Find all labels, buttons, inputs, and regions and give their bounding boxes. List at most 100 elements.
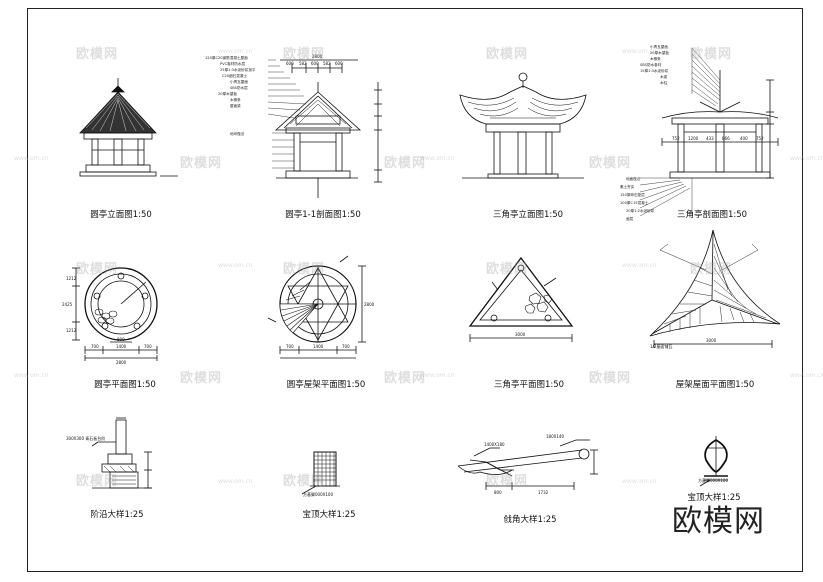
finial-detail-1-drawing bbox=[301, 451, 340, 495]
dim-ts-4: 866 bbox=[722, 136, 730, 141]
watermark-url: www.om.cn bbox=[218, 262, 253, 269]
watermark-url: www.om.cn bbox=[622, 478, 657, 485]
dim-tr-bottom: 3000 bbox=[706, 338, 717, 343]
dim-rp-left-1: 1212 bbox=[66, 276, 77, 281]
watermark: 欧模网 bbox=[76, 262, 119, 277]
dim-rr-right: 2800 bbox=[364, 302, 375, 307]
dim-rp-2: 1400 bbox=[116, 344, 127, 349]
dim-ts-6: 752 bbox=[756, 136, 764, 141]
watermark-url: www.om.cn bbox=[790, 155, 823, 162]
dim-ts-5: 400 bbox=[740, 136, 748, 141]
caption-round-plan: 圆亭平面图1:50 bbox=[94, 380, 156, 390]
watermark: 欧模网 bbox=[283, 47, 326, 62]
dim-rp-3: 700 bbox=[144, 344, 152, 349]
rs-note-9: 地坪做法 bbox=[230, 131, 245, 136]
round-section-drawing bbox=[267, 59, 382, 198]
ts-note-5: 木梁 bbox=[660, 74, 668, 79]
ts-low-0: 地面做法 bbox=[626, 176, 641, 181]
ts-low-5: 面层 bbox=[626, 216, 634, 221]
caption-eave-detail: 戗角大样1:25 bbox=[503, 515, 557, 525]
tri-elevation-drawing bbox=[459, 72, 587, 179]
dim-rr-1: 700 bbox=[286, 344, 294, 349]
dim-rp-inner: 800 bbox=[117, 337, 125, 342]
rs-note-7: 木椽条 bbox=[230, 97, 241, 102]
tri-roof-tag: 1/2屋面铺瓦 bbox=[650, 343, 672, 349]
watermark-url: www.om.cn bbox=[420, 155, 455, 162]
ts-low-1: 素土夯实 bbox=[620, 184, 635, 189]
finial-tag-2: 方基脚000X100 bbox=[698, 477, 728, 483]
dim-rs-2: 582 bbox=[299, 61, 307, 66]
rs-note-8: 屋面梁 bbox=[230, 103, 241, 108]
watermark: 欧模网 bbox=[283, 262, 326, 277]
ts-note-1: 20厚木望板 bbox=[650, 50, 669, 55]
watermark: 欧模网 bbox=[690, 47, 733, 62]
caption-round-section: 圆亭1-1剖面图1:50 bbox=[285, 210, 361, 220]
dim-ts-2: 1200 bbox=[688, 136, 699, 141]
watermark: 欧模网 bbox=[690, 262, 733, 277]
ts-note-6: 木柱 bbox=[660, 80, 668, 85]
dim-eave-2: 1732 bbox=[538, 490, 549, 495]
tri-roof-drawing bbox=[649, 229, 781, 348]
watermark: 欧模网 bbox=[180, 371, 223, 386]
dim-rs-5: 600 bbox=[335, 61, 343, 66]
watermark-url: www.om.cn bbox=[14, 155, 49, 162]
caption-finial-2: 宝顶大样1:25 bbox=[687, 493, 741, 503]
ts-low-4: 20厚1:2水泥砂浆 bbox=[626, 208, 655, 213]
dim-tp-bottom: 3000 bbox=[515, 332, 526, 337]
rs-note-4: 小青瓦屋面 bbox=[230, 79, 248, 84]
watermark: 欧模网 bbox=[76, 474, 119, 489]
dim-rs-total: 2800 bbox=[312, 54, 323, 59]
ts-note-0: 小青瓦屋面 bbox=[650, 44, 668, 49]
watermark: 欧模网 bbox=[384, 156, 427, 171]
dim-rp-left-2: 2425 bbox=[62, 302, 73, 307]
brand-logo: 欧模网 bbox=[672, 504, 765, 539]
watermark: 欧模网 bbox=[589, 156, 632, 171]
finial-detail-2-drawing bbox=[699, 436, 728, 487]
dim-ts-3: 433 bbox=[706, 136, 714, 141]
dim-rs-1: 600 bbox=[286, 61, 294, 66]
rs-note-5: SBS防水层 bbox=[230, 85, 248, 90]
watermark: 欧模网 bbox=[76, 47, 119, 62]
watermark-url: www.om.cn bbox=[790, 372, 823, 379]
dim-rs-4: 582 bbox=[323, 61, 331, 66]
round-plan-drawing bbox=[72, 267, 158, 361]
dim-rp-left-3: 1212 bbox=[66, 328, 77, 333]
watermark-url: www.om.cn bbox=[622, 262, 657, 269]
watermark-url: www.om.cn bbox=[218, 48, 253, 55]
round-elevation-drawing bbox=[79, 78, 178, 177]
caption-tri-roof: 屋架屋面平面图1:50 bbox=[675, 380, 755, 390]
dim-rp-total: 2800 bbox=[116, 360, 127, 365]
watermark: 欧模网 bbox=[283, 474, 326, 489]
watermark-url: www.om.cn bbox=[420, 372, 455, 379]
tri-plan-drawing bbox=[468, 256, 574, 342]
dim-eave-top-2: 180X140 bbox=[546, 434, 564, 439]
watermark: 欧模网 bbox=[384, 371, 427, 386]
watermark: 欧模网 bbox=[486, 262, 529, 277]
watermark-url: www.om.cn bbox=[622, 48, 657, 55]
caption-step-detail: 阶沿大样1:25 bbox=[90, 510, 144, 520]
sheet-frame bbox=[27, 8, 803, 572]
rs-note-0: 120厚C20钢筋混凝土屋面 bbox=[205, 55, 248, 60]
dim-ts-1: 752 bbox=[672, 136, 680, 141]
finial-tag-1: 方基脚000X100 bbox=[303, 491, 333, 497]
ts-note-2: 木椽条 bbox=[650, 56, 661, 61]
caption-round-elevation: 圆亭立面图1:50 bbox=[90, 210, 152, 220]
ts-low-2: 150厚碎石垫层 bbox=[620, 192, 645, 197]
dim-rr-3: 700 bbox=[342, 344, 350, 349]
caption-tri-plan: 三角亭平面图1:50 bbox=[493, 380, 565, 390]
watermark-url: www.om.cn bbox=[14, 372, 49, 379]
dim-rs-3: 600 bbox=[311, 61, 319, 66]
ts-note-4: 15厚1:3水泥砂浆 bbox=[640, 68, 669, 73]
dim-rr-2: 1400 bbox=[313, 344, 324, 349]
caption-tri-elevation: 三角亭立面图1:50 bbox=[492, 210, 564, 220]
ts-note-3: SBS防水卷材 bbox=[640, 62, 662, 67]
watermark: 欧模网 bbox=[486, 47, 529, 62]
rs-note-3: C20细石混凝土 bbox=[222, 73, 247, 78]
eave-detail-drawing bbox=[457, 439, 598, 490]
tri-section-drawing bbox=[639, 47, 779, 217]
caption-round-roof-frame: 圆亭屋架平面图1:50 bbox=[286, 380, 366, 390]
rs-note-1: PVC卷材防水层 bbox=[220, 61, 246, 66]
caption-finial-1: 宝顶大样1:25 bbox=[302, 510, 356, 520]
step-note: 300X300 青石板台阶 bbox=[66, 435, 105, 441]
